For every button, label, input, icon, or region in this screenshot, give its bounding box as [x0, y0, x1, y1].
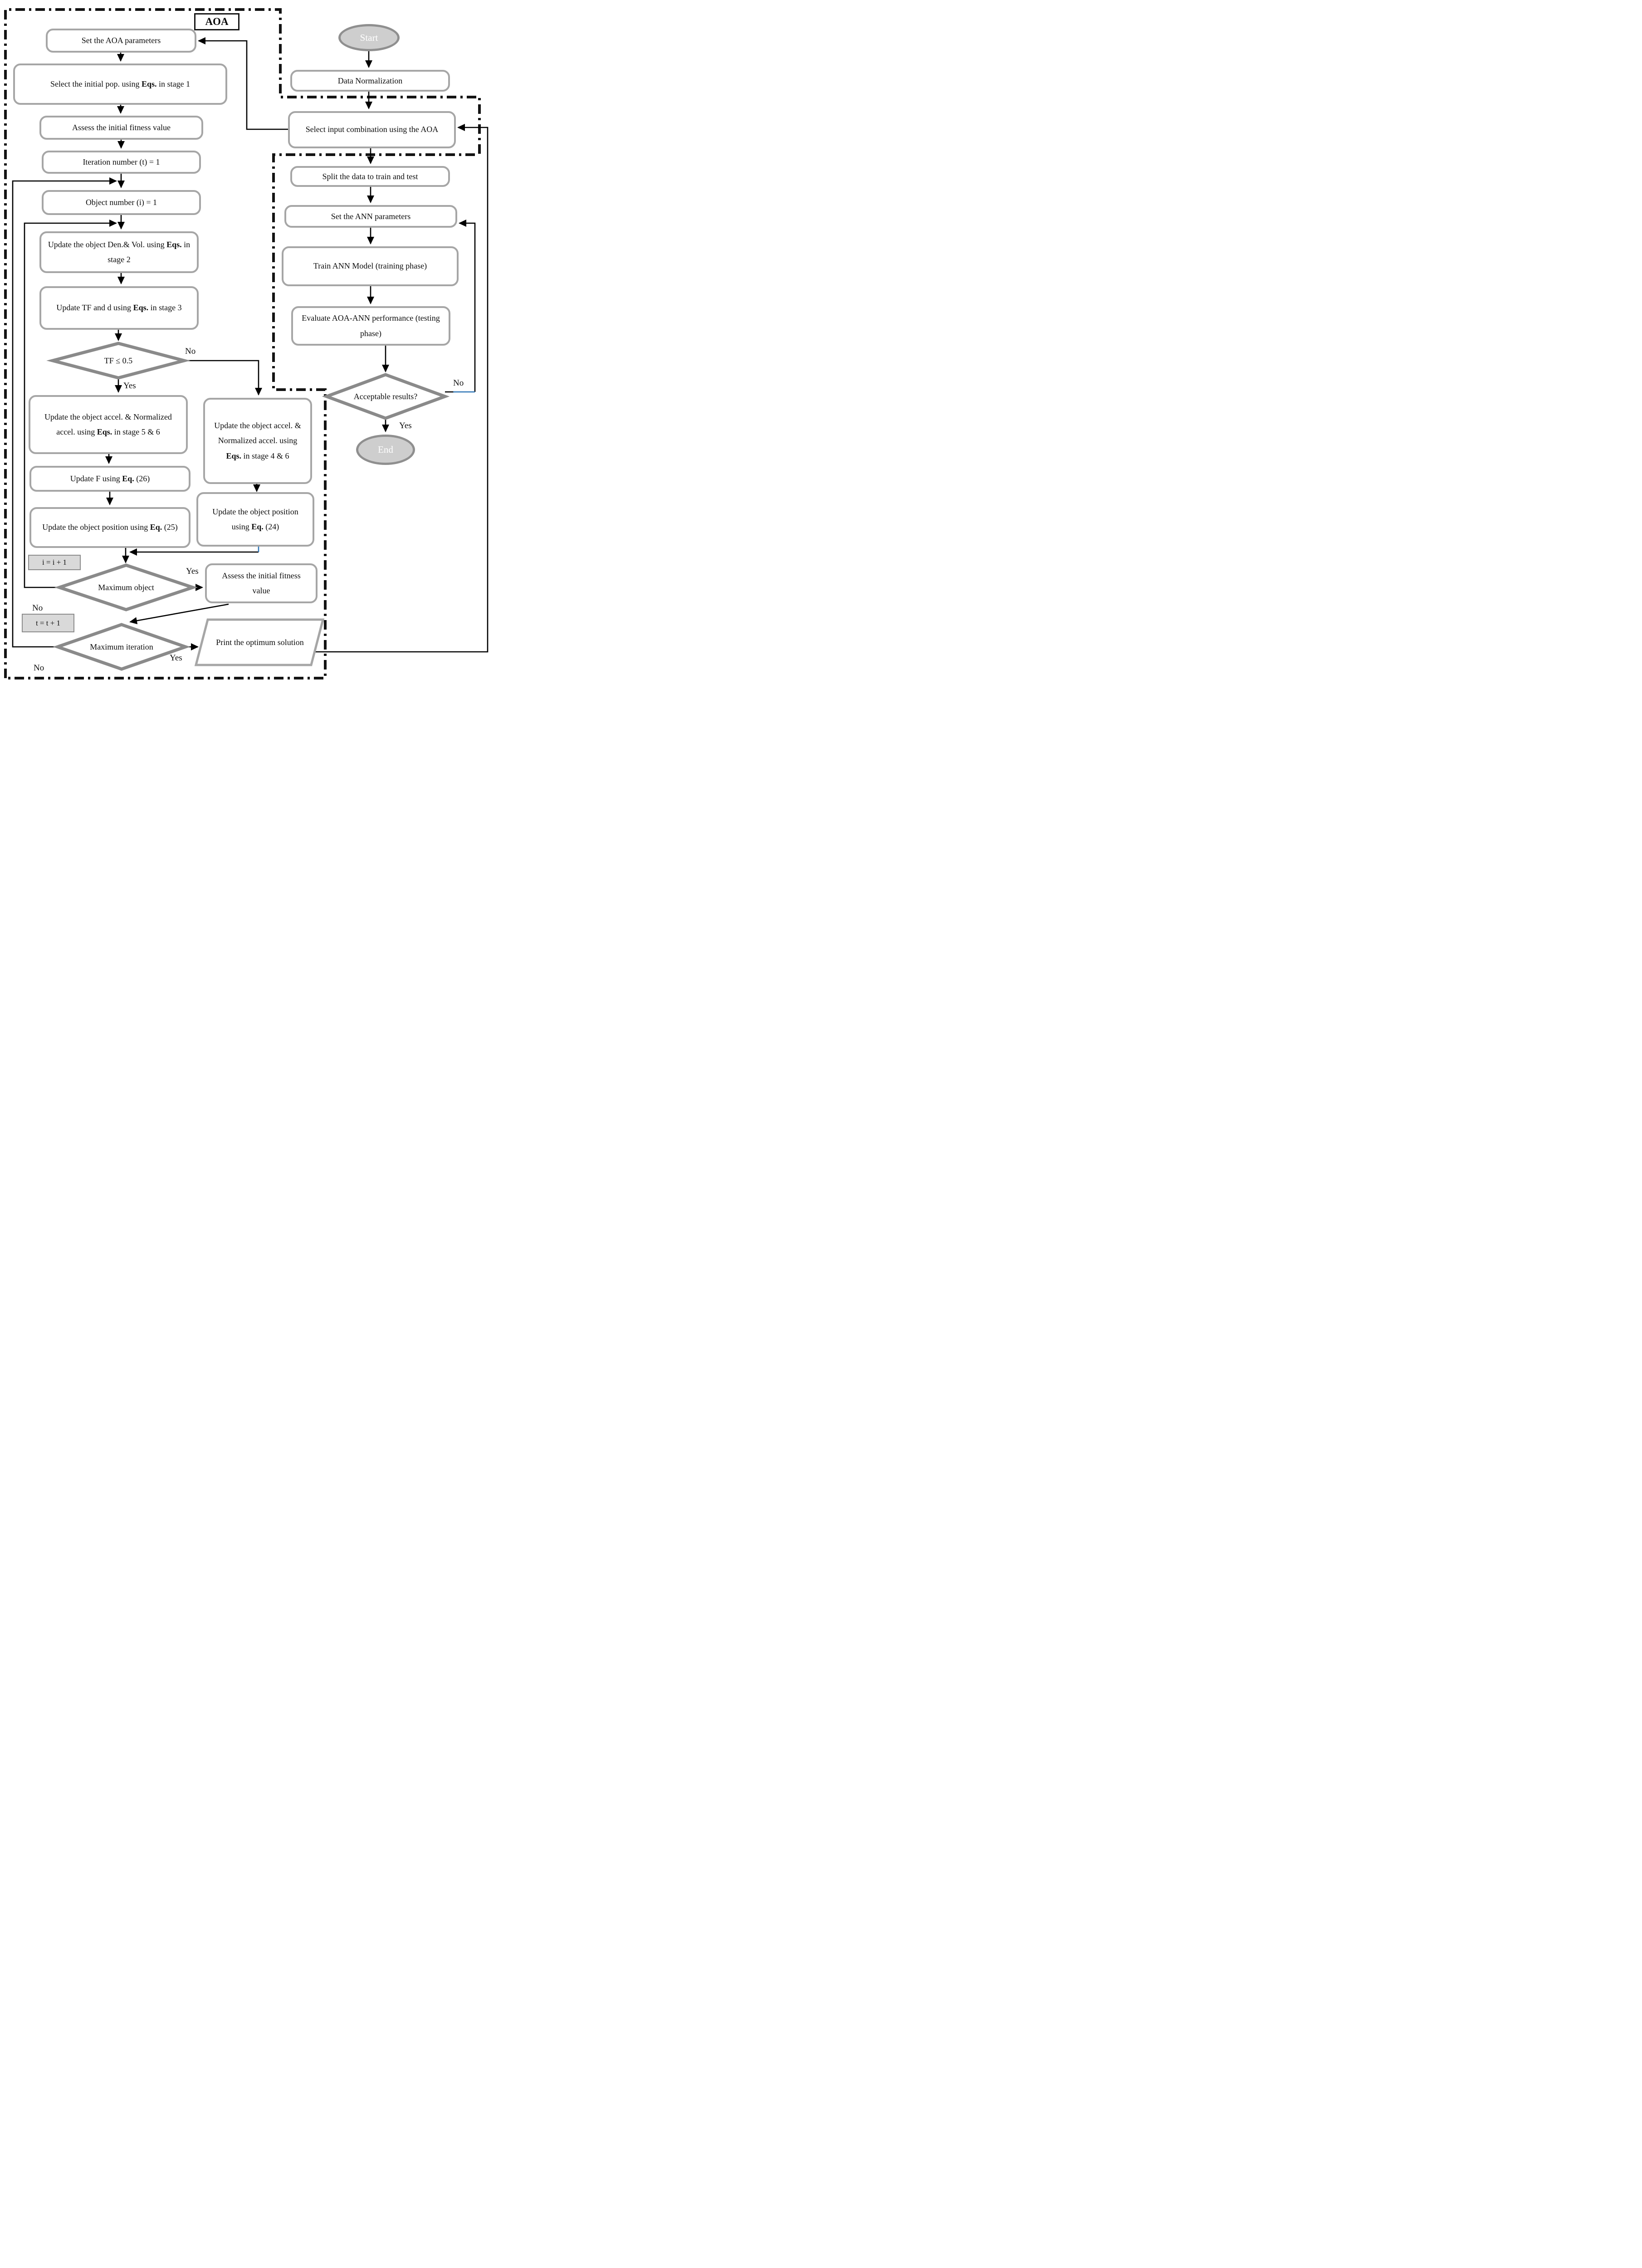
- node-update-f-label: Update F using Eq. (26): [70, 474, 150, 484]
- node-update-den-vol: Update the object Den.& Vol. using Eqs. …: [39, 231, 199, 273]
- max-object-diamond-shape: [54, 563, 198, 611]
- node-split-data: Split the data to train and test: [290, 166, 450, 187]
- aoa-frame-label-text: AOA: [205, 16, 229, 27]
- max-object-no-label: No: [32, 603, 43, 613]
- max-iteration-label: Maximum iteration: [90, 642, 153, 651]
- node-object-number-label: Object number (i) = 1: [85, 198, 157, 207]
- flowchart-canvas: AOA Set the AOA parameters Select the in…: [0, 0, 493, 689]
- max-iteration-no-label: No: [34, 663, 44, 673]
- node-assess-fitness-2-label: Assess the initial fitness value: [222, 571, 301, 595]
- node-set-aoa-parameters-label: Set the AOA parameters: [81, 36, 161, 45]
- acceptable-results-label: Acceptable results?: [353, 391, 418, 401]
- node-assess-initial-fitness-label: Assess the initial fitness value: [72, 123, 171, 132]
- node-object-number: Object number (i) = 1: [42, 190, 201, 215]
- node-data-normalization: Data Normalization: [290, 70, 450, 92]
- node-update-accel-stage46-label: Update the object accel. & Normalized ac…: [214, 421, 301, 460]
- node-set-ann-parameters-label: Set the ANN parameters: [331, 211, 411, 221]
- tf-yes-label: Yes: [123, 381, 136, 391]
- tf-decision-label: TF ≤ 0.5: [104, 356, 133, 365]
- node-set-aoa-parameters: Set the AOA parameters: [46, 29, 196, 53]
- node-evaluate-aoa-ann: Evaluate AOA-ANN performance (testing ph…: [291, 306, 450, 346]
- node-update-position-eq25-label: Update the object position using Eq. (25…: [42, 523, 178, 532]
- print-solution-label: Print the optimum solution: [210, 625, 310, 660]
- node-update-den-vol-label: Update the object Den.& Vol. using Eqs. …: [48, 240, 191, 264]
- node-update-position-eq25: Update the object position using Eq. (25…: [29, 507, 191, 548]
- node-evaluate-aoa-ann-label: Evaluate AOA-ANN performance (testing ph…: [302, 313, 440, 338]
- acceptable-diamond-shape: [322, 373, 450, 420]
- end-terminal: End: [356, 435, 415, 465]
- node-train-ann-label: Train ANN Model (training phase): [313, 261, 427, 271]
- node-split-data-label: Split the data to train and test: [322, 171, 418, 181]
- node-data-normalization-label: Data Normalization: [337, 76, 403, 85]
- max-iteration-diamond-shape: [53, 623, 191, 671]
- max-iteration-yes-label: Yes: [170, 653, 182, 663]
- i-counter-box: i = i + 1: [28, 555, 81, 570]
- node-set-ann-parameters: Set the ANN parameters: [284, 205, 457, 228]
- node-update-tf-d-label: Update TF and d using Eqs. in stage 3: [56, 303, 182, 313]
- node-update-accel-stage56: Update the object accel. & Normalized ac…: [29, 395, 188, 454]
- aoa-region-frame: [4, 8, 481, 679]
- tf-diamond-shape: [46, 342, 191, 380]
- node-select-input-combination: Select input combination using the AOA: [288, 111, 456, 148]
- node-assess-initial-fitness: Assess the initial fitness value: [39, 116, 203, 140]
- blue-accent-segments: [258, 391, 475, 552]
- node-update-position-eq24-label: Update the object position using Eq. (24…: [212, 507, 298, 531]
- node-select-initial-pop: Select the initial pop. using Eqs. in st…: [13, 64, 227, 105]
- node-iteration-number: Iteration number (t) = 1: [42, 151, 201, 174]
- node-select-initial-pop-label: Select the initial pop. using Eqs. in st…: [50, 79, 190, 89]
- acceptable-yes-label: Yes: [399, 421, 412, 430]
- node-iteration-number-label: Iteration number (t) = 1: [83, 157, 160, 167]
- aoa-frame-label: AOA: [194, 13, 239, 30]
- max-object-label: Maximum object: [98, 582, 154, 592]
- node-update-f: Update F using Eq. (26): [29, 466, 191, 492]
- node-update-accel-stage46: Update the object accel. & Normalized ac…: [203, 398, 312, 484]
- decision-diamonds: [46, 342, 450, 671]
- start-terminal: Start: [338, 24, 400, 51]
- node-update-position-eq24: Update the object position using Eq. (24…: [196, 492, 314, 547]
- connector-layer: [4, 8, 489, 679]
- acceptable-no-label: No: [453, 378, 464, 388]
- t-counter-box: t = t + 1: [22, 614, 74, 632]
- node-update-tf-d: Update TF and d using Eqs. in stage 3: [39, 286, 199, 330]
- max-object-yes-label: Yes: [186, 567, 199, 576]
- node-select-input-combination-label: Select input combination using the AOA: [305, 125, 439, 134]
- node-assess-fitness-2: Assess the initial fitness value: [205, 563, 318, 603]
- node-train-ann: Train ANN Model (training phase): [282, 246, 459, 286]
- print-solution-label-text: Print the optimum solution: [216, 637, 304, 647]
- print-parallelogram-shape: [194, 618, 325, 666]
- flow-connectors: [12, 37, 489, 653]
- tf-no-label: No: [185, 347, 196, 356]
- node-update-accel-stage56-label: Update the object accel. & Normalized ac…: [44, 412, 172, 436]
